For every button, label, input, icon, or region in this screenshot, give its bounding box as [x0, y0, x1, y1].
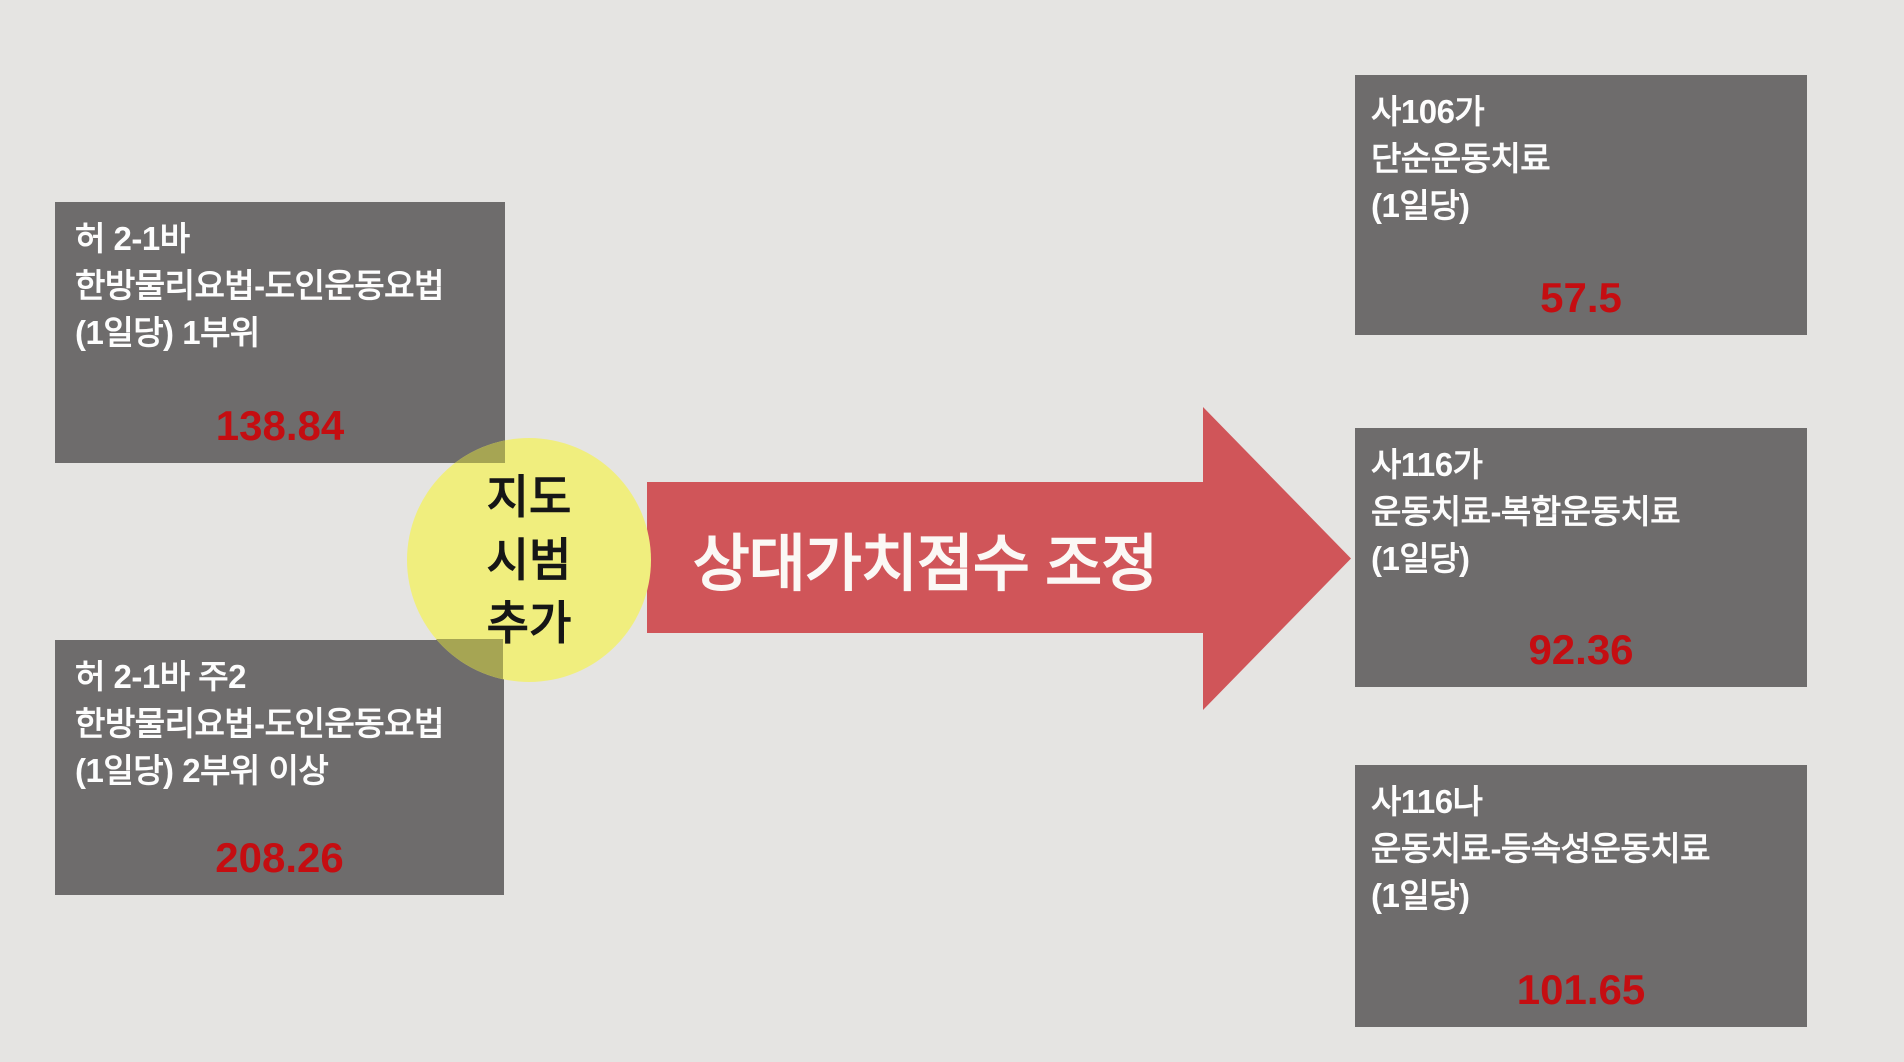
score-value: 57.5	[1540, 274, 1622, 321]
procedure-code: 허 2-1바	[75, 220, 190, 257]
procedure-name: 한방물리요법-도인운동요법	[75, 705, 444, 742]
pilot-note-line: 추가	[486, 596, 572, 649]
procedure-code: 사106가	[1371, 93, 1485, 130]
pilot-note-label: 지도 시범 추가	[407, 438, 651, 682]
source-box-1: 허 2-1바 한방물리요법-도인운동요법 (1일당) 1부위 138.84	[55, 202, 505, 463]
result-box-3: 사116나 운동치료-등속성운동치료 (1일당) 101.65	[1355, 765, 1807, 1027]
arrow-label: 상대가치점수 조정	[692, 529, 1159, 599]
procedure-code: 사116가	[1371, 446, 1483, 483]
procedure-name: 운동치료-복합운동치료	[1371, 493, 1681, 530]
procedure-code: 사116나	[1371, 783, 1483, 820]
adjustment-arrow-body: 상대가치점수 조정	[647, 482, 1203, 633]
procedure-name: 단순운동치료	[1371, 140, 1551, 177]
score-value: 208.26	[215, 834, 344, 881]
procedure-unit: (1일당)	[1371, 540, 1470, 577]
pilot-note-line: 지도	[486, 470, 572, 523]
procedure-unit: (1일당) 1부위	[75, 314, 260, 351]
procedure-name: 운동치료-등속성운동치료	[1371, 830, 1710, 867]
result-box-1: 사106가 단순운동치료 (1일당) 57.5	[1355, 75, 1807, 335]
score-value: 138.84	[215, 402, 345, 449]
score-value: 101.65	[1516, 966, 1646, 1013]
procedure-unit: (1일당)	[1371, 877, 1470, 914]
score-value: 92.36	[1528, 626, 1634, 673]
procedure-unit: (1일당) 2부위 이상	[75, 752, 329, 789]
procedure-name: 한방물리요법-도인운동요법	[75, 267, 444, 304]
pilot-note-line: 시범	[486, 533, 572, 586]
source-box-2: 허 2-1바 주2 한방물리요법-도인운동요법 (1일당) 2부위 이상 208…	[55, 640, 504, 895]
result-box-2: 사116가 운동치료-복합운동치료 (1일당) 92.36	[1355, 428, 1807, 687]
procedure-code: 허 2-1바 주2	[75, 658, 246, 695]
arrow-head-icon	[1203, 407, 1351, 710]
procedure-unit: (1일당)	[1371, 187, 1470, 224]
